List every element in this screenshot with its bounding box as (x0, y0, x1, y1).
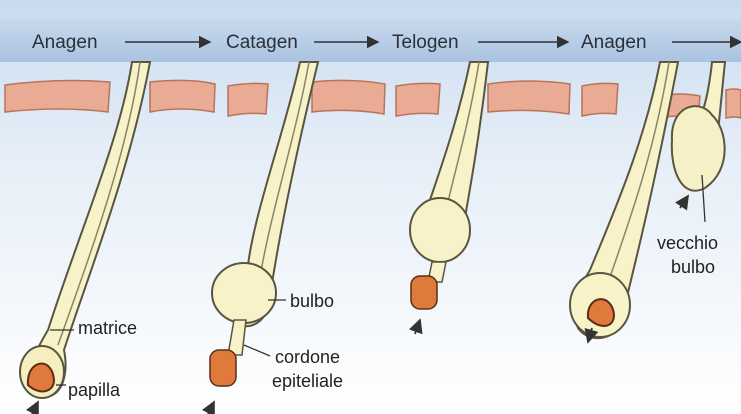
label-epiteliale: epiteliale (272, 371, 343, 391)
phase-label-anagen-2: Anagen (581, 32, 647, 53)
skin-segment-6 (488, 81, 570, 114)
skin-segment-3 (228, 83, 268, 116)
skin-segment-4 (312, 80, 385, 114)
phase-label-catagen: Catagen (226, 32, 298, 53)
skin-segment-1 (5, 81, 110, 112)
label-papilla: papilla (68, 380, 121, 400)
label-cordone: cordone (275, 347, 340, 367)
phase-label-telogen: Telogen (392, 32, 459, 53)
skin-segment-7 (582, 83, 618, 116)
papilla-1 (28, 364, 54, 392)
phase-label-anagen-1: Anagen (32, 32, 98, 53)
skin-segment-5 (396, 83, 440, 116)
label-vecchio-bulbo: bulbo (671, 257, 715, 277)
label-bulbo: bulbo (290, 291, 334, 311)
skin-segment-9 (726, 89, 741, 118)
papilla-3 (411, 276, 437, 309)
skin-segment-2 (150, 80, 215, 112)
papilla-2 (210, 350, 236, 386)
label-matrice: matrice (78, 318, 137, 338)
papilla-4 (588, 299, 614, 326)
label-vecchio: vecchio (657, 233, 718, 253)
